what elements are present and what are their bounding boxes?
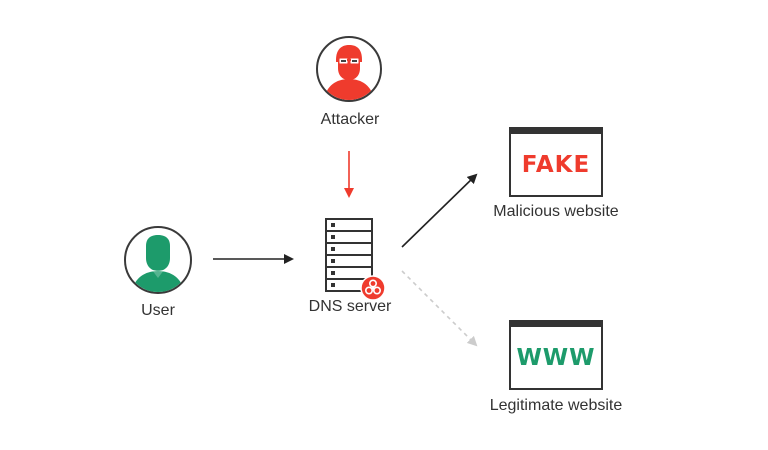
server-icon [325,218,375,292]
fake-window-text: FAKE [521,151,591,178]
dns-server-label: DNS server [308,298,392,315]
dns-to-legitimate-arrow [401,270,478,347]
user-avatar-icon [124,226,192,294]
malicious-website-label: Malicious website [493,203,619,220]
legitimate-website-window: WWW [509,320,603,390]
attacker-label: Attacker [320,111,380,128]
www-window-text: WWW [516,344,596,371]
legitimate-website-label: Legitimate website [489,397,623,414]
malicious-website-window: FAKE [509,127,603,197]
user-label: User [141,302,175,319]
dns-to-malicious-arrow [401,173,478,248]
biohazard-icon [360,275,386,301]
attacker-avatar-icon [316,36,382,102]
